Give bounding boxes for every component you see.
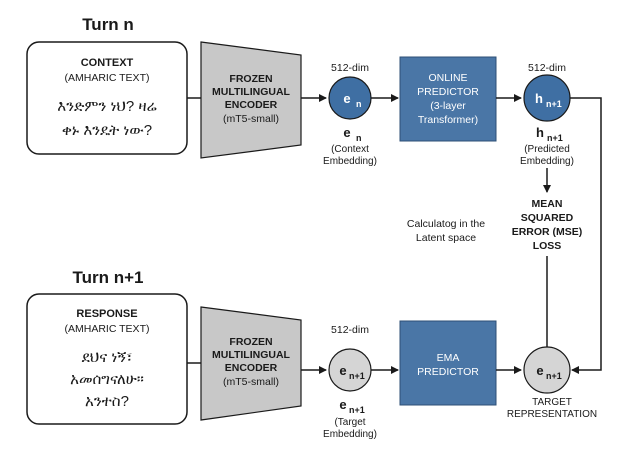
turn-n-title: Turn n: [82, 15, 134, 34]
en-caption-line-2: Embedding): [323, 156, 377, 167]
ema-predictor-line-1: EMA: [437, 352, 460, 364]
loss-line-4: LOSS: [533, 240, 562, 252]
en1-node-sub: n+1: [349, 371, 365, 381]
en1-dim-label: 512-dim: [331, 324, 369, 336]
en1-node-base: e: [339, 363, 346, 378]
en-node-sub: n: [356, 99, 362, 109]
response-box: RESPONSE (AMHARIC TEXT) ደህና ነኝ፣ አመሰግናለሁ።…: [26, 293, 188, 425]
encoder-top-line-4: (mT5-small): [223, 113, 279, 125]
hn1-caption-symbol: h: [536, 125, 544, 140]
online-predictor-box: ONLINE PREDICTOR (3-layer Transformer): [399, 56, 497, 142]
turn-n1-title: Turn n+1: [73, 268, 144, 287]
en1-caption-symbol: e: [339, 397, 346, 412]
context-header: CONTEXT: [81, 57, 134, 69]
encoder-bottom-line-1: FROZEN: [229, 336, 272, 348]
latent-note-line-2: Latent space: [416, 232, 476, 244]
encoder-top: FROZEN MULTILINGUAL ENCODER (mT5-small): [200, 41, 302, 159]
online-predictor-line-4: Transformer): [418, 114, 478, 126]
response-subheader: (AMHARIC TEXT): [65, 323, 150, 335]
en-caption-sub: n: [356, 133, 362, 143]
en-caption-line-1: (Context: [331, 144, 369, 155]
response-header: RESPONSE: [76, 308, 137, 320]
en-node-base: e: [343, 91, 350, 106]
response-line-2: አመሰግናለሁ።: [70, 371, 144, 388]
en-dim-label: 512-dim: [331, 62, 369, 74]
context-subheader: (AMHARIC TEXT): [65, 72, 150, 84]
response-line-3: አንተስ?: [85, 393, 129, 410]
loss-line-2: SQUARED: [521, 212, 574, 224]
encoder-bottom-line-4: (mT5-small): [223, 376, 279, 388]
response-line-1: ደህና ነኝ፣: [82, 349, 133, 366]
encoder-bottom-line-3: ENCODER: [225, 362, 278, 374]
hn1-node-base: h: [535, 91, 543, 106]
predicted-embedding-node: h n+1: [523, 74, 571, 122]
hn1-caption-line-2: Embedding): [520, 156, 574, 167]
encoder-top-line-3: ENCODER: [225, 99, 278, 111]
en1-caption-sub: n+1: [349, 405, 365, 415]
hn1-dim-label: 512-dim: [528, 62, 566, 74]
en1-caption-line-1: (Target: [334, 417, 365, 428]
encoder-top-line-2: MULTILINGUAL: [212, 86, 291, 98]
ema-predictor-box: EMA PREDICTOR: [399, 320, 497, 406]
target-node-base: e: [536, 363, 543, 378]
encoder-bottom: FROZEN MULTILINGUAL ENCODER (mT5-small): [200, 306, 302, 421]
mse-loss-label: MEAN SQUARED ERROR (MSE) LOSS: [512, 198, 583, 252]
loss-line-1: MEAN: [532, 198, 563, 210]
context-embedding-node: e n: [328, 76, 372, 120]
en1-caption-line-2: Embedding): [323, 429, 377, 440]
en-caption-symbol: e: [343, 125, 350, 140]
hn1-node-sub: n+1: [546, 99, 562, 109]
latent-note-line-1: Calculatog in the: [407, 218, 485, 230]
target-caption-line-1: TARGET: [532, 397, 572, 408]
target-caption-line-2: REPRESENTATION: [507, 409, 597, 420]
context-box: CONTEXT (AMHARIC TEXT) እንድምን ነህ? ዛሬ ቀኑ እ…: [26, 41, 188, 155]
online-predictor-line-2: PREDICTOR: [417, 86, 479, 98]
target-representation-node: e n+1: [523, 346, 571, 394]
target-node-sub: n+1: [546, 371, 562, 381]
target-embedding-node: e n+1: [328, 348, 372, 392]
ema-predictor-line-2: PREDICTOR: [417, 366, 479, 378]
context-line-2: ቀኑ እንዴት ነው?: [62, 122, 152, 139]
hn1-caption-sub: n+1: [547, 133, 563, 143]
loss-line-3: ERROR (MSE): [512, 226, 583, 238]
encoder-top-line-1: FROZEN: [229, 73, 272, 85]
hn1-caption-line-1: (Predicted: [524, 144, 570, 155]
online-predictor-line-1: ONLINE: [428, 72, 467, 84]
online-predictor-line-3: (3-layer: [430, 100, 466, 112]
encoder-bottom-line-2: MULTILINGUAL: [212, 349, 291, 361]
arrow-hn1-to-target: [570, 97, 602, 374]
context-line-1: እንድምን ነህ? ዛሬ: [57, 98, 156, 115]
